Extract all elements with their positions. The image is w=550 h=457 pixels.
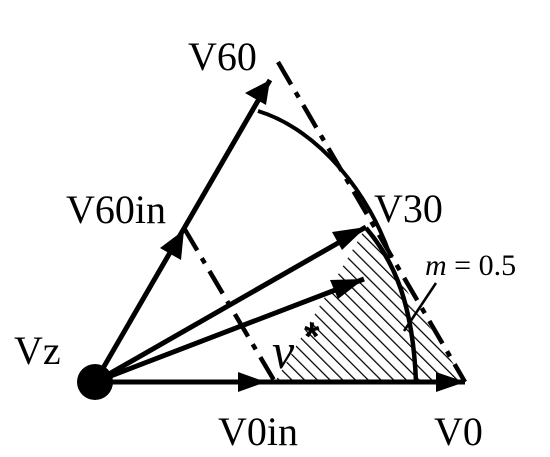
- hatched-region: [275, 227, 465, 382]
- arrowhead-v0in: [238, 372, 266, 392]
- dashdot-v60-v0: [276, 60, 467, 384]
- label-v30: V30: [374, 186, 443, 231]
- label-v0: V0: [434, 409, 483, 454]
- label-v60: V60: [188, 34, 257, 79]
- label-v-symbol: v: [272, 323, 295, 379]
- modulation-arc: [364, 226, 419, 383]
- arrowhead-v-star: [330, 279, 364, 299]
- origin-dot: [77, 364, 113, 400]
- vector-v30: [93, 224, 368, 385]
- leader-m: [402, 282, 438, 332]
- label-m-group: m = 0.5: [425, 249, 516, 282]
- label-m-symbol: m: [425, 249, 447, 282]
- arrowhead-v0: [436, 372, 465, 392]
- label-m-eq: = 0.5: [447, 249, 516, 282]
- arrowhead-v60: [245, 80, 270, 105]
- vector-v-star: [94, 276, 365, 385]
- label-v60in: V60in: [66, 187, 166, 232]
- circle-arc: [257, 109, 393, 259]
- vector-v60: [92, 78, 273, 384]
- arrowhead-v60in: [160, 230, 184, 260]
- label-v0in: V0in: [218, 409, 298, 454]
- label-vz: Vz: [14, 328, 61, 373]
- label-star: *: [304, 315, 320, 359]
- arrowhead-v30: [332, 227, 366, 250]
